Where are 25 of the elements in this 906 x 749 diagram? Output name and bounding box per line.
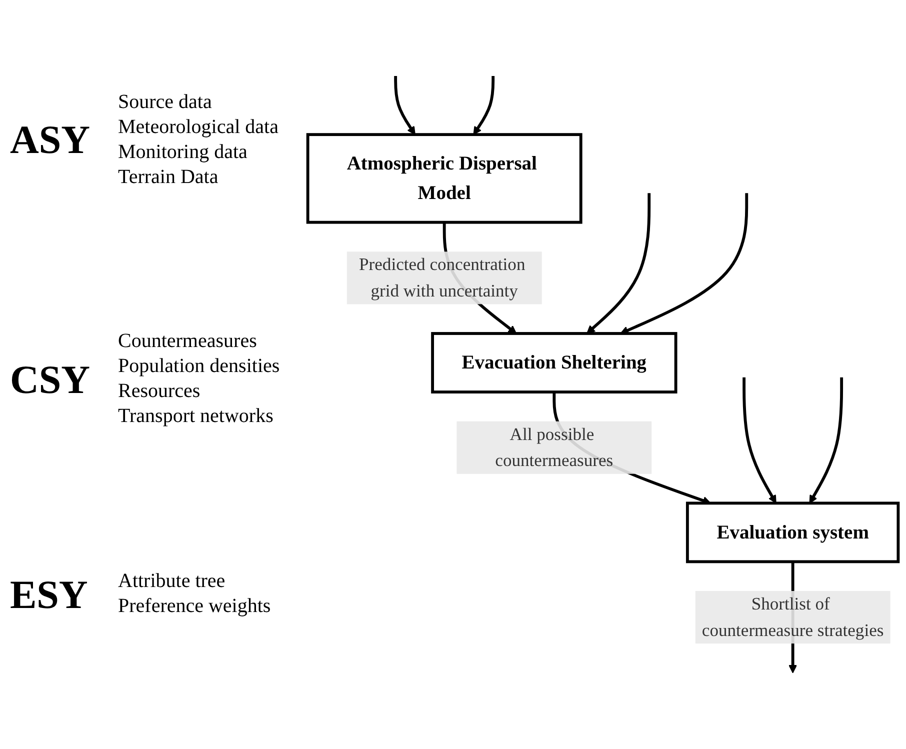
input-item: Attribute tree	[118, 569, 226, 594]
arrow	[473, 76, 495, 135]
arrow	[620, 193, 748, 334]
arrow	[586, 193, 651, 334]
input-item: Resources	[118, 379, 202, 404]
stage-label: ESY	[10, 570, 89, 618]
arrow	[742, 377, 776, 504]
input-item: Terrain Data	[118, 164, 220, 190]
input-item: Monitoring data	[118, 140, 248, 165]
edge-label: Shortlist of countermeasure strategies	[702, 594, 884, 640]
stage-label: CSY	[10, 356, 92, 403]
input-item: Meteorological data	[118, 114, 278, 140]
edge-label: Predicted concentration grid with uncertainty	[359, 254, 526, 300]
input-item: Source data	[118, 90, 213, 115]
arrow	[394, 76, 416, 135]
edge-label: All possible countermeasures	[495, 424, 614, 470]
node-box: Atmospheric Dispersal Model	[306, 133, 582, 224]
input-item: Preference weights	[118, 594, 271, 620]
input-item: Countermeasures	[118, 329, 258, 354]
input-item: Population densities	[118, 354, 280, 380]
node-box: Evacuation Sheltering	[431, 332, 678, 394]
input-item: Transport networks	[118, 404, 274, 430]
node-box: Evaluation system	[686, 502, 900, 564]
arrow	[809, 377, 844, 504]
stage-label: ASY	[10, 116, 92, 164]
